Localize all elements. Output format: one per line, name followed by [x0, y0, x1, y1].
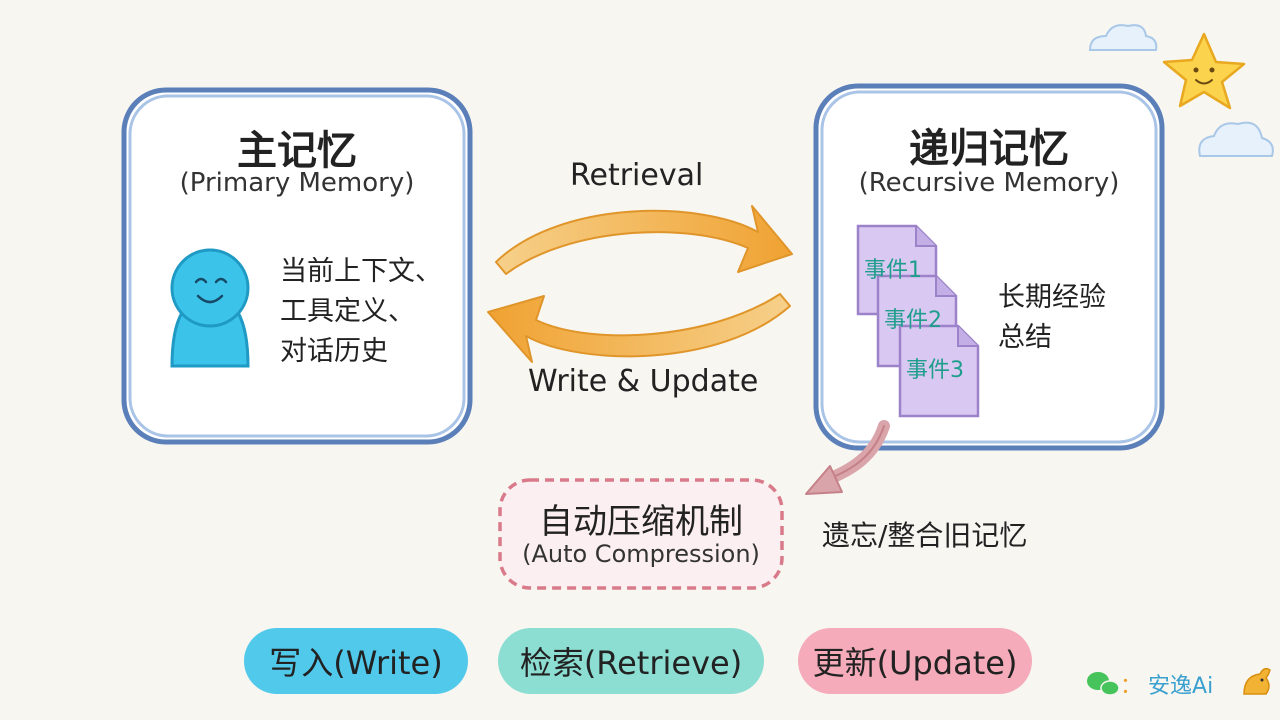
- legend-write: 写入(Write): [269, 644, 443, 682]
- recursive-memory-summary: 长期经验 总结: [998, 278, 1106, 358]
- compression-subtitle: (Auto Compression): [522, 540, 760, 568]
- recursive-memory-title: 递归记忆: [909, 126, 1069, 172]
- primary-memory-contents: 当前上下文、 工具定义、 对话历史: [280, 252, 442, 372]
- primary-memory-title: 主记忆: [237, 128, 357, 174]
- forget-label: 遗忘/整合旧记忆: [822, 519, 1028, 552]
- primary-memory-line: 当前上下文、: [280, 256, 442, 287]
- retrieval-label: Retrieval: [570, 158, 704, 193]
- recursive-memory-subtitle: (Recursive Memory): [858, 168, 1120, 198]
- person-icon: [170, 248, 250, 368]
- compression-box: [498, 478, 784, 590]
- summary-line: 长期经验: [998, 282, 1106, 313]
- wechat-icon: [1087, 672, 1120, 696]
- write-update-arrow: [487, 293, 791, 363]
- write-update-label: Write & Update: [528, 364, 759, 399]
- legend-retrieve: 检索(Retrieve): [519, 644, 743, 682]
- summary-line: 总结: [998, 322, 1052, 353]
- compression-title: 自动压缩机制: [539, 502, 743, 542]
- primary-memory-subtitle: (Primary Memory): [179, 168, 415, 198]
- brand-name: 安逸Ai: [1148, 674, 1214, 699]
- legend-update: 更新(Update): [812, 644, 1018, 682]
- retrieval-arrow: [495, 205, 793, 275]
- bird-icon: [1243, 667, 1271, 695]
- brand-watermark: ： 安逸Ai: [1120, 668, 1213, 700]
- cloud-icon: [1088, 24, 1158, 51]
- primary-memory-line: 工具定义、: [280, 296, 415, 327]
- primary-memory-line: 对话历史: [280, 336, 388, 367]
- star-icon: [1162, 32, 1246, 110]
- event-label-3: 事件3: [906, 358, 964, 383]
- cloud-icon: [1198, 121, 1274, 157]
- event-document-3: [898, 324, 980, 418]
- event-label-1: 事件1: [864, 258, 922, 283]
- event-label-2: 事件2: [884, 308, 942, 333]
- forget-arrow: [805, 420, 890, 495]
- brand-colon: ：: [1120, 674, 1143, 699]
